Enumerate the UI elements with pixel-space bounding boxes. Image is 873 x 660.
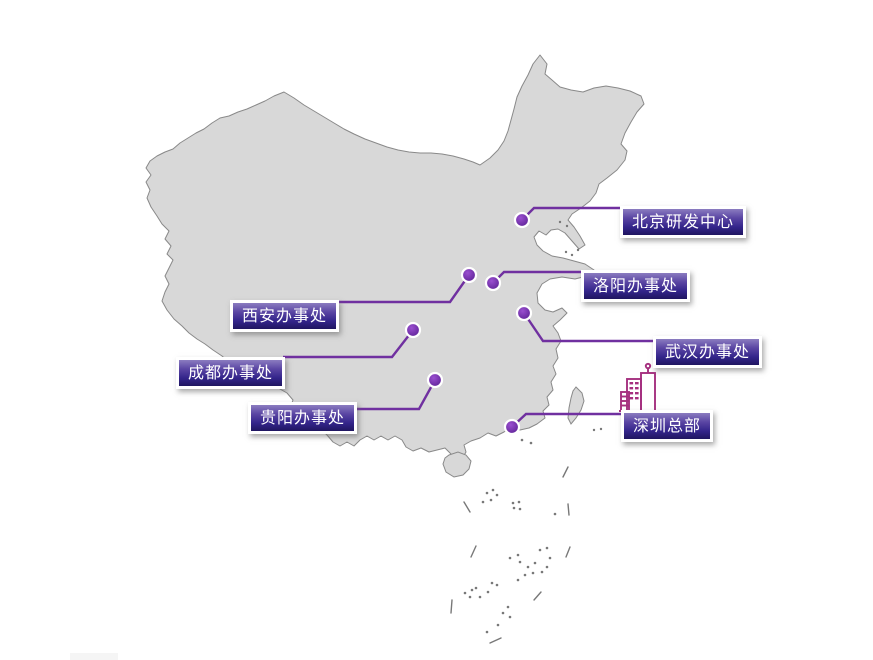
marker-dot-shenzhen <box>503 418 521 436</box>
sea-boundary-dashes <box>450 466 571 644</box>
connector-line-xian <box>332 274 470 304</box>
connector-line-wuhan <box>523 312 655 343</box>
connector-line-guiyang <box>352 379 437 411</box>
location-connectors <box>283 206 655 436</box>
location-label-wuhan: 武汉办事处 <box>653 336 763 368</box>
location-label-chengdu: 成都办事处 <box>176 357 286 389</box>
location-label-beijing: 北京研发中心 <box>620 206 747 238</box>
south-china-sea-islets <box>463 220 603 634</box>
location-label-xian: 西安办事处 <box>230 300 340 332</box>
marker-dot-xian <box>460 266 478 284</box>
building-icon <box>619 362 657 412</box>
hainan-island <box>442 451 472 478</box>
marker-dot-guiyang <box>426 371 444 389</box>
china-mainland-shape <box>145 54 645 463</box>
location-label-guiyang: 贵阳办事处 <box>248 402 358 434</box>
corner-smudge <box>70 653 118 660</box>
marker-dot-luoyang <box>484 274 502 292</box>
marker-dot-wuhan <box>515 304 533 322</box>
location-label-shenzhen: 深圳总部 <box>621 410 714 442</box>
marker-dot-chengdu <box>404 321 422 339</box>
location-label-luoyang: 洛阳办事处 <box>581 270 691 302</box>
marker-dot-beijing <box>513 211 531 229</box>
taiwan-island <box>567 386 585 425</box>
connector-line-chengdu <box>283 329 414 359</box>
